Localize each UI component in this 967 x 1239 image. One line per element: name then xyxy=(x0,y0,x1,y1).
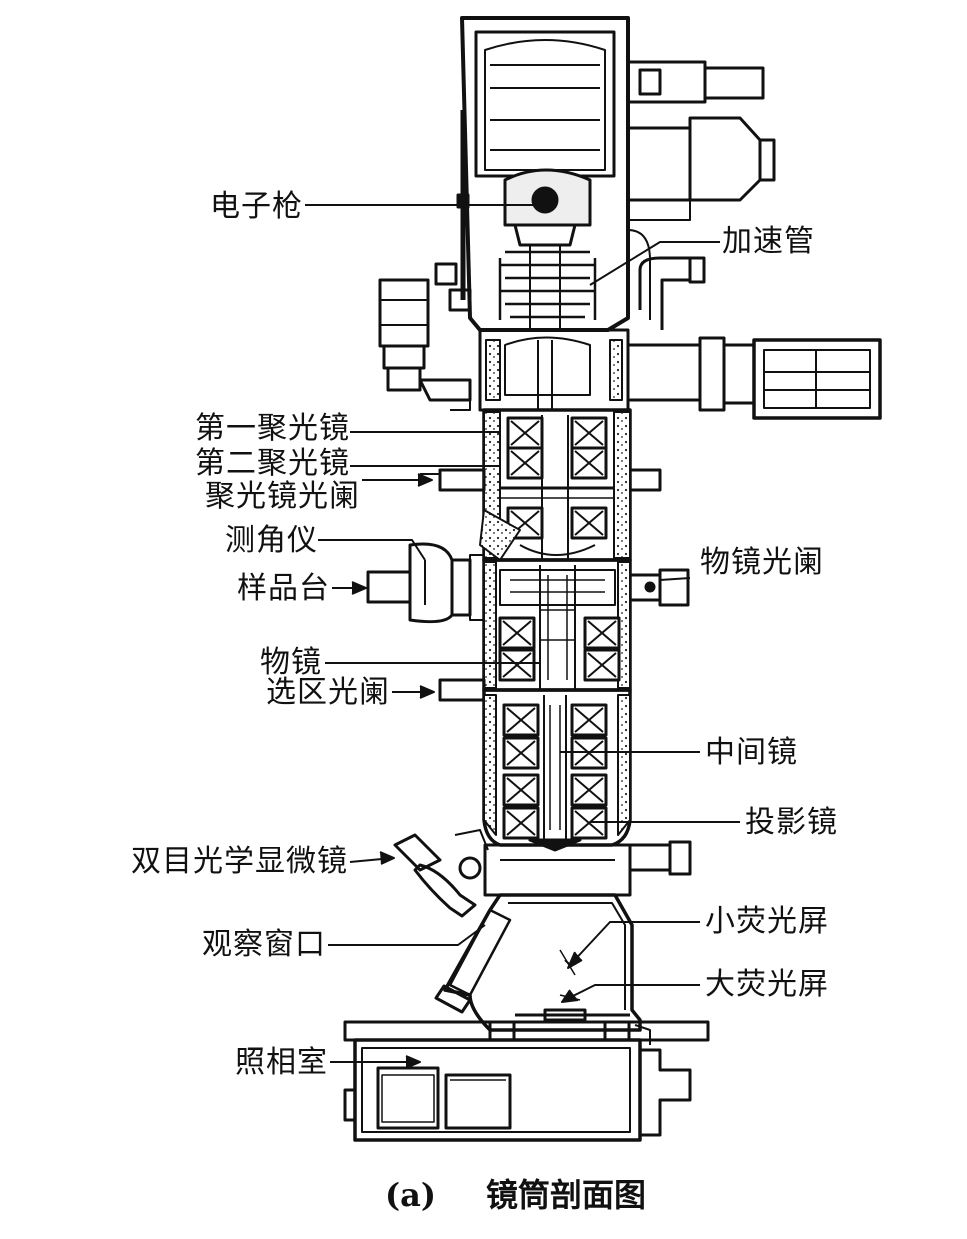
figure-caption-text: 镜筒剖面图 xyxy=(486,1176,647,1214)
label-projector-lens: 投影镜 xyxy=(745,805,838,840)
leader-lines xyxy=(305,204,740,1069)
label-binocular-microscope: 双目光学显微镜 xyxy=(131,844,348,879)
label-condenser-aperture: 聚光镜光阑 xyxy=(205,479,360,514)
left-flange xyxy=(378,262,472,411)
label-viewing-window: 观察窗口 xyxy=(202,927,326,962)
label-camera-chamber: 照相室 xyxy=(235,1045,328,1080)
label-selected-area-aperture: 选区光阑 xyxy=(266,675,390,710)
label-goniometer: 测角仪 xyxy=(225,523,318,558)
label-objective-lens: 物镜 xyxy=(260,645,322,680)
condenser-section xyxy=(478,328,882,420)
specimen-objective-section xyxy=(366,542,690,702)
label-electron-gun: 电子枪 xyxy=(210,189,303,224)
lower-lens-section xyxy=(482,688,632,852)
gun-fittings xyxy=(627,60,776,330)
label-first-condenser: 第一聚光镜 xyxy=(195,411,350,446)
figure-caption-tag: (a) xyxy=(385,1176,437,1214)
label-specimen-stage: 样品台 xyxy=(237,571,330,606)
viewing-chamber xyxy=(434,893,642,1032)
binocular-microscope-body xyxy=(393,829,692,918)
label-small-screen: 小荧光屏 xyxy=(705,904,829,939)
label-second-condenser: 第二聚光镜 xyxy=(195,446,350,481)
label-accelerating-tube: 加速管 xyxy=(722,224,815,259)
electron-gun-housing xyxy=(456,16,630,332)
figure-caption: (a) 镜筒剖面图 xyxy=(385,1170,646,1216)
label-objective-aperture: 物镜光阑 xyxy=(700,545,824,580)
label-intermediate-lens: 中间镜 xyxy=(705,735,798,770)
camera-chamber-body xyxy=(343,1020,710,1142)
label-large-screen: 大荧光屏 xyxy=(705,967,829,1002)
